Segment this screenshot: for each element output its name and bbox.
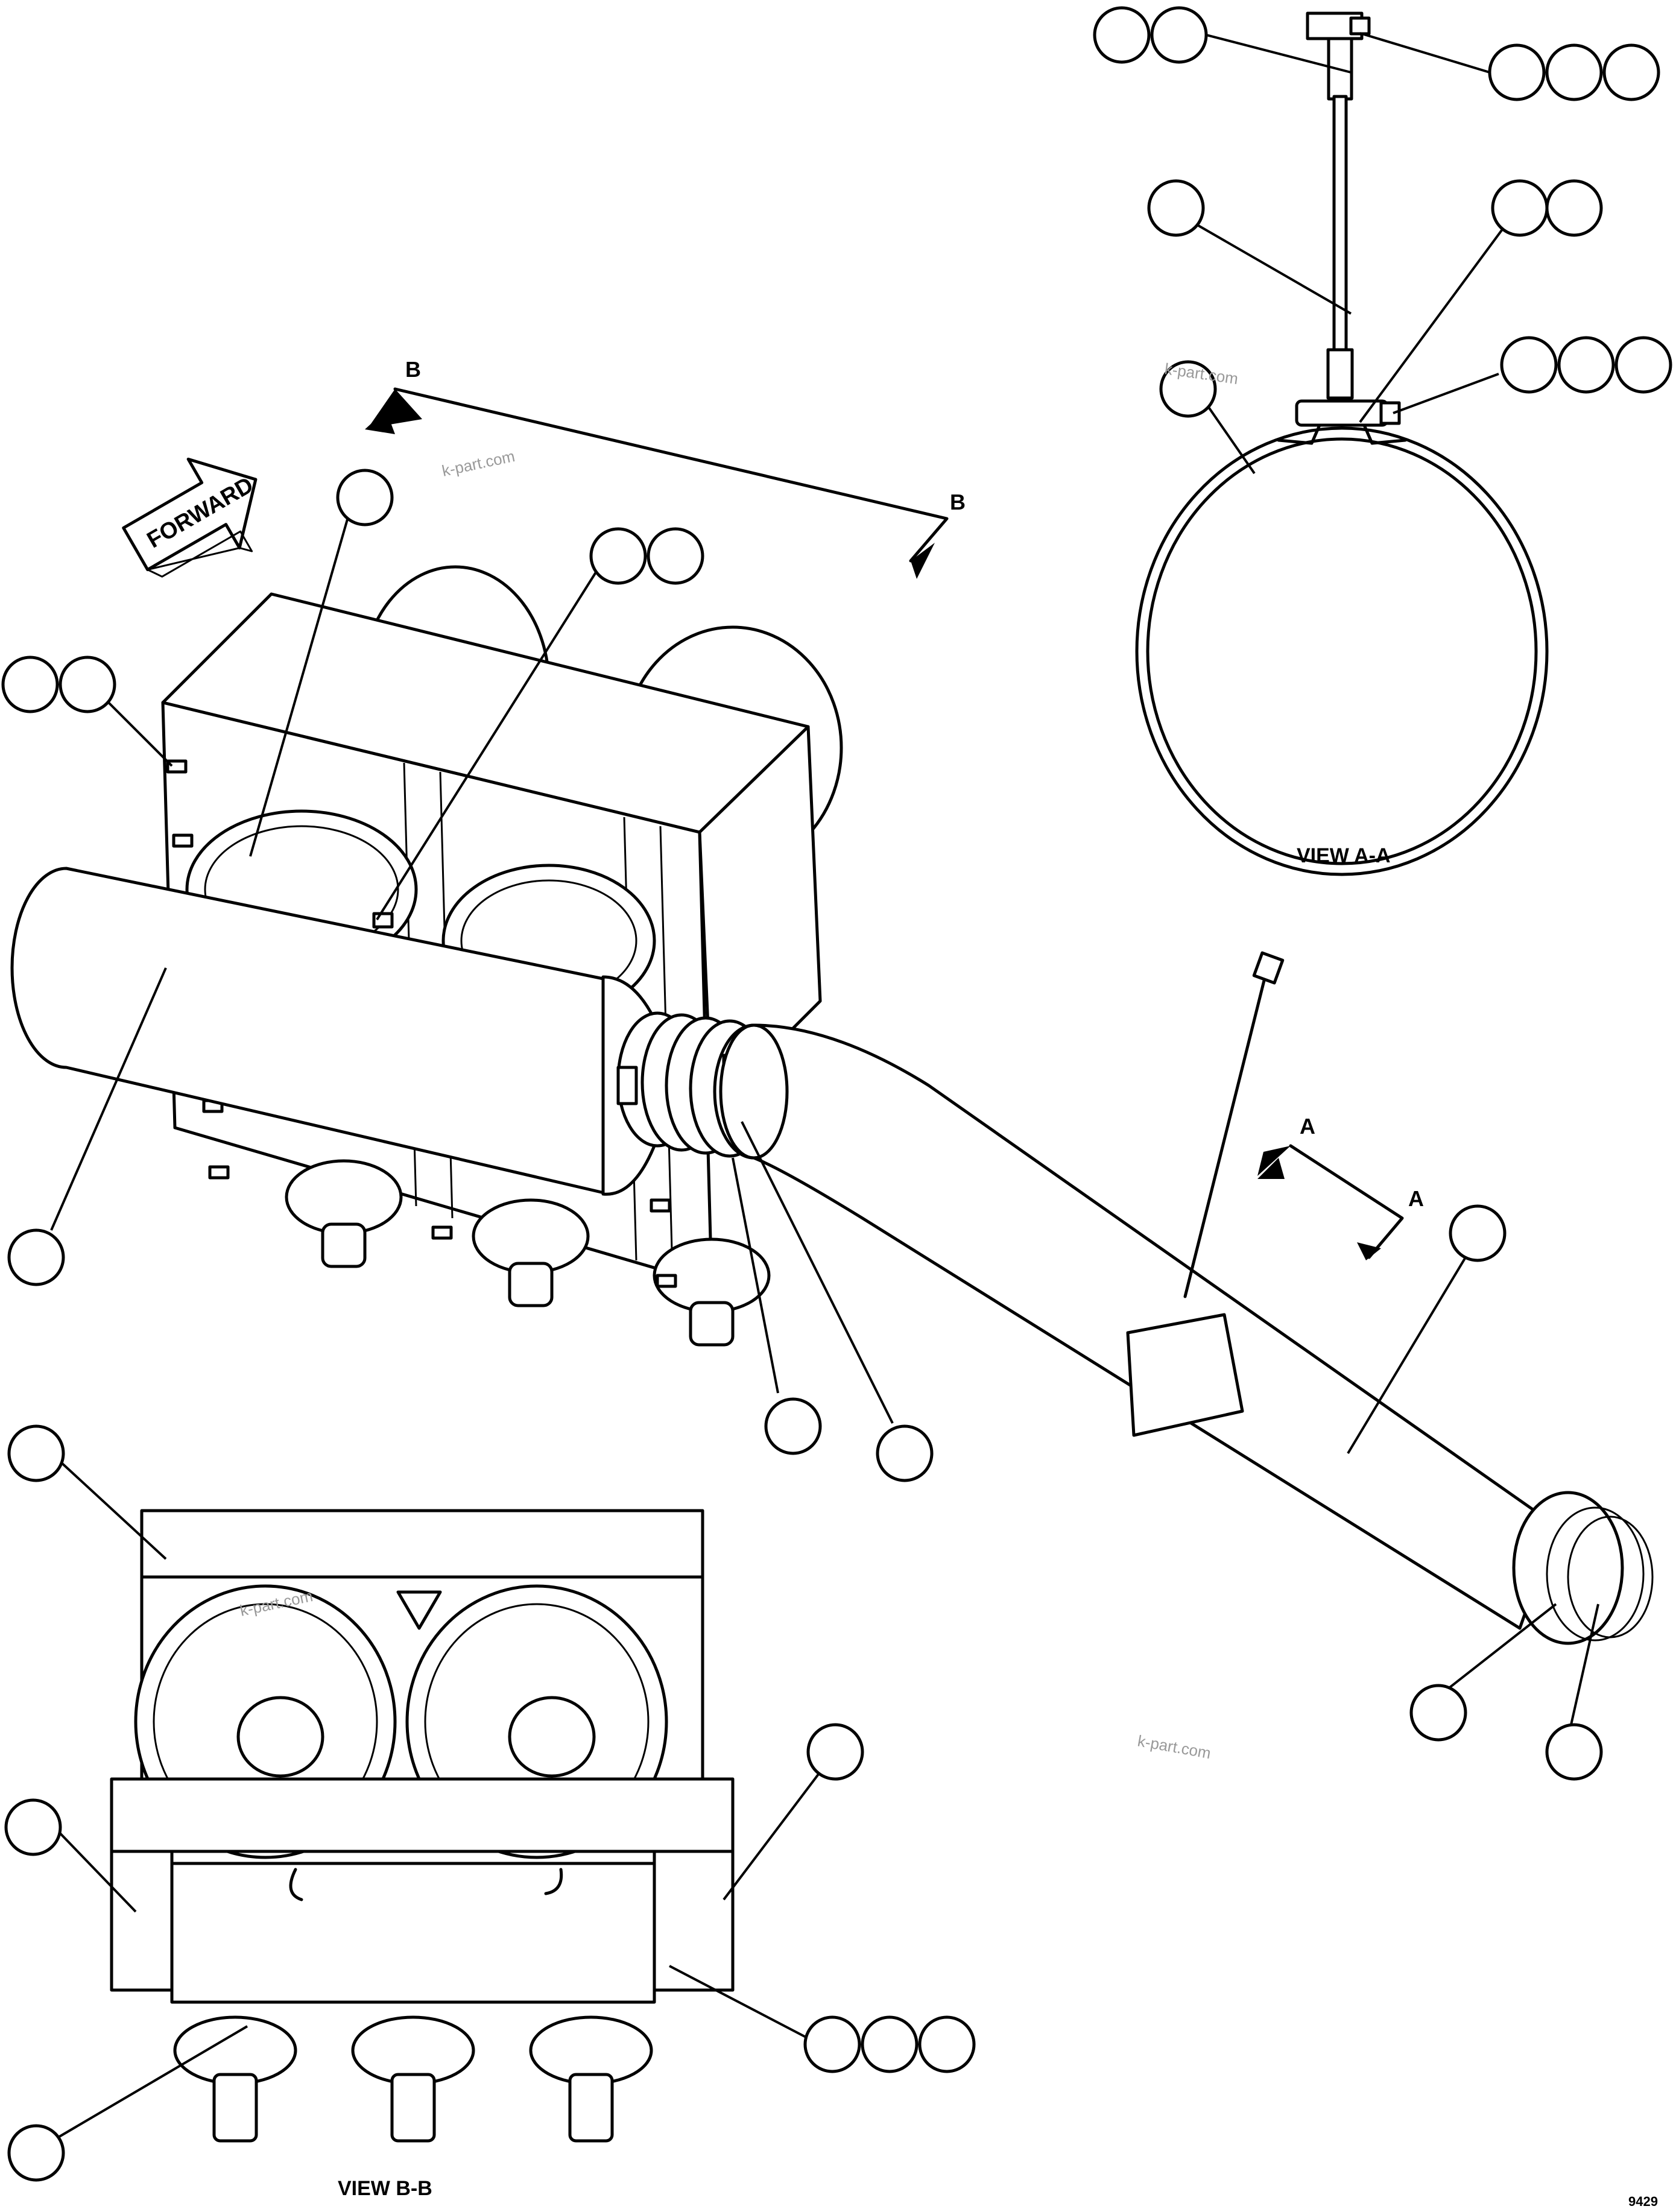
view-bb-lower-panel (170, 1862, 656, 2004)
pipe-hanger-rod (1183, 969, 1268, 1298)
dust-bowl-2 (472, 1198, 590, 1274)
view-bb-frame (110, 1777, 735, 1853)
bellows-clamp-left (616, 1066, 638, 1105)
callout-bubble (803, 2015, 861, 2073)
callout-bubble (589, 527, 647, 585)
callout-bubble (1614, 336, 1672, 394)
view-bb-latch-right (544, 1868, 563, 1895)
callout-bubble (1557, 336, 1615, 394)
section-b-label-right: B (950, 490, 966, 514)
callout-bubble (7, 2124, 65, 2182)
drawing-code: 9429 (1628, 2194, 1658, 2209)
callout-bubble (4, 1798, 62, 1856)
callout-bubble (806, 1723, 864, 1781)
view-aa-clamp: VIEW A-A (1135, 11, 1549, 876)
view-bb: VIEW B-B (110, 1509, 735, 2200)
dust-valve-3 (689, 1301, 735, 1347)
section-a-label-right: A (1408, 1186, 1424, 1211)
hanger-clamp-band-on-pipe (1126, 1313, 1244, 1437)
callout-bubble (59, 656, 116, 713)
callout-bubble (1545, 1723, 1603, 1781)
view-bb-lift-eye (396, 1590, 442, 1630)
callout-bubble (1602, 43, 1660, 101)
callout-bubble (647, 527, 704, 585)
callout-bubbles (1, 6, 1672, 2182)
watermark: k-part.com (1136, 1731, 1212, 1762)
callout-bubble (1093, 6, 1151, 64)
section-a-line: A A (1257, 1114, 1424, 1260)
callout-bubble (861, 2015, 919, 2073)
callout-bubble (876, 1424, 934, 1482)
pipe-hanger-end (1252, 951, 1285, 985)
callout-bubble (1159, 360, 1217, 418)
callout-bubble (1409, 1684, 1467, 1742)
callout-bubble (764, 1397, 822, 1455)
callout-bubble (7, 1228, 65, 1286)
clamp-band-outer (1135, 426, 1549, 876)
view-bb-top (140, 1509, 704, 1579)
clamp-ear-left (1277, 423, 1321, 445)
dust-bowl-1 (285, 1159, 403, 1235)
section-b-line: B B (365, 357, 966, 579)
inlet-tube (10, 867, 611, 1196)
section-a-label-left: A (1300, 1114, 1315, 1139)
callout-bubble (7, 1424, 65, 1482)
section-b-label-left: B (405, 357, 421, 382)
view-bb-latch-left (289, 1868, 303, 1901)
outlet-ring-inner (1546, 1506, 1645, 1642)
callout-bubble (1500, 336, 1558, 394)
callout-bubble (1545, 179, 1603, 237)
callout-bubble (336, 469, 394, 526)
callout-bubble (1449, 1204, 1507, 1262)
clamp-ear-right (1362, 423, 1407, 445)
hanger-rod (1332, 95, 1348, 352)
callout-bubble (1491, 179, 1549, 237)
air-cleaner-assembly (10, 565, 1654, 1645)
hanger-top-nut (1349, 16, 1371, 36)
callout-bubble (1, 656, 59, 713)
view-bb-label: VIEW B-B (338, 2177, 432, 2200)
callout-bubble (1545, 43, 1603, 101)
callout-bubble (918, 2015, 976, 2073)
callout-bubble (1150, 6, 1208, 64)
forward-arrow: FORWARD (122, 457, 258, 578)
dust-valve-2 (508, 1262, 554, 1307)
hanger-lower-sleeve (1326, 348, 1354, 400)
clamp-ear-nut (1379, 401, 1401, 425)
leader-lines (50, 26, 1599, 2139)
clamp-band-inner (1146, 437, 1538, 865)
callout-bubble (1147, 179, 1205, 237)
watermark: k-part.com (440, 447, 516, 480)
dust-valve-1 (321, 1222, 367, 1268)
view-aa-label: VIEW A-A (1297, 844, 1391, 867)
callout-bubble (1488, 43, 1546, 101)
